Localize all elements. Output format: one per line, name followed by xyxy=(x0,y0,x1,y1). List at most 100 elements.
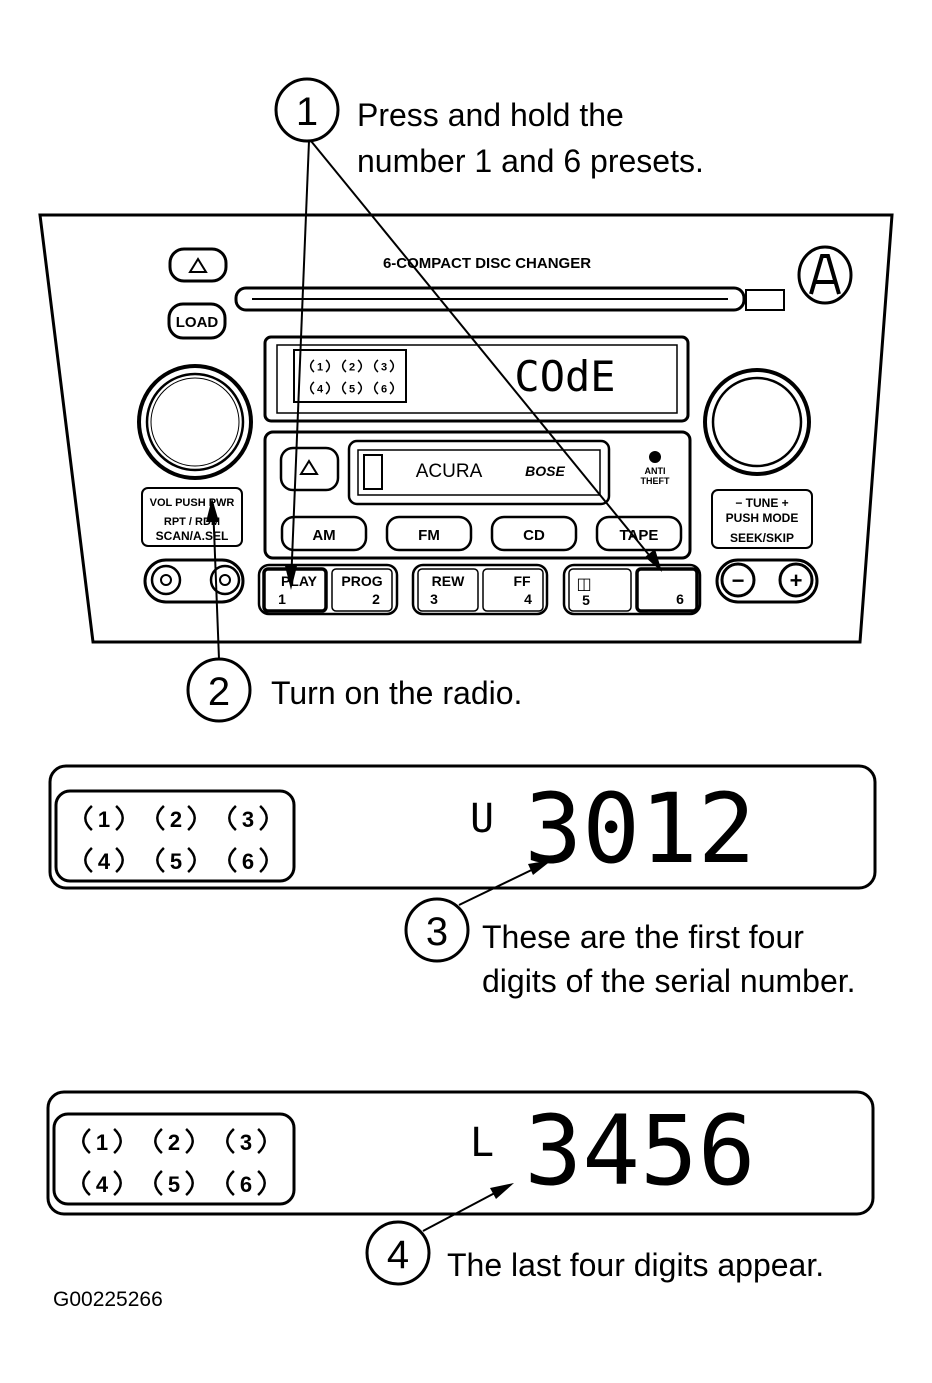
disc-bracket-right-icon xyxy=(115,804,124,832)
source-label: CD xyxy=(523,527,545,544)
cassette-icon: ◫ xyxy=(576,576,591,593)
preset-button-3[interactable]: REW 3 xyxy=(417,568,479,612)
preset-label: FF xyxy=(513,573,531,589)
seek-skip-label: SEEK/SKIP xyxy=(730,531,794,545)
step-number: 2 xyxy=(208,670,230,714)
tape-door xyxy=(347,439,611,506)
pointer-arrow xyxy=(290,140,310,585)
anti-theft-label-1: ANTI xyxy=(645,466,666,476)
preset-button-5[interactable]: ◫ 5 xyxy=(568,568,632,612)
disc-bracket-right-icon xyxy=(389,381,395,395)
preset-label: PLAY xyxy=(281,573,318,589)
volume-knob[interactable] xyxy=(137,364,253,480)
disc-indicator-5: 5 xyxy=(341,381,363,395)
disc-indicator-2: 2 xyxy=(156,804,196,832)
changer-label: 6-COMPACT DISC CHANGER xyxy=(383,255,591,272)
disc-indicator-2: 2 xyxy=(341,359,363,373)
disc-bracket-left-icon xyxy=(156,846,165,874)
disc-number: 2 xyxy=(168,1130,180,1155)
display-digits: 3012 xyxy=(524,773,755,885)
scan-left-button[interactable] xyxy=(150,564,182,596)
preset-number: 4 xyxy=(524,591,532,607)
disc-bracket-left-icon xyxy=(373,359,379,373)
disc-indicator-6: 6 xyxy=(228,846,268,874)
preset-button-1[interactable]: PLAY 1 xyxy=(262,567,328,613)
tape-eject-icon xyxy=(299,459,319,475)
disc-indicator-1: 1 xyxy=(84,804,124,832)
step-number: 3 xyxy=(426,910,448,954)
disc-bracket-right-icon xyxy=(259,846,268,874)
plus-button[interactable] xyxy=(778,562,814,598)
step-text-line1: The last four digits appear. xyxy=(447,1247,824,1283)
disc-indicator-6: 6 xyxy=(226,1169,266,1197)
disc-bracket-right-icon xyxy=(325,359,331,373)
pointer-arrow xyxy=(212,503,220,660)
disc-bracket-right-icon xyxy=(357,359,363,373)
rpt-rdm-label: RPT / RDM xyxy=(164,516,220,528)
source-button-cd[interactable]: CD xyxy=(490,515,578,552)
disc-bracket-left-icon xyxy=(154,1169,163,1197)
disc-indicator-5: 5 xyxy=(156,846,196,874)
step-text-line1: These are the first four xyxy=(482,919,804,955)
step-number: 1 xyxy=(296,90,318,134)
disc-number: 3 xyxy=(240,1130,252,1155)
disc-number: 1 xyxy=(98,807,110,832)
disc-bracket-right-icon xyxy=(357,381,363,395)
source-button-tape[interactable]: TAPE xyxy=(595,515,683,552)
disc-bracket-right-icon xyxy=(187,846,196,874)
anti-theft-indicator-icon xyxy=(649,451,661,463)
source-button-am[interactable]: AM xyxy=(280,515,368,552)
step-number-badge xyxy=(404,897,470,963)
disc-bracket-left-icon xyxy=(82,1169,91,1197)
disc-number: 6 xyxy=(240,1172,252,1197)
acura-brand-text: ACURA xyxy=(416,461,483,482)
anti-theft-label-2: THEFT xyxy=(641,476,670,486)
disc-bracket-right-icon xyxy=(325,381,331,395)
disc-bracket-right-icon xyxy=(185,1127,194,1155)
step-text-line2: number 1 and 6 presets. xyxy=(357,143,704,179)
disc-number: 5 xyxy=(349,383,355,395)
load-button[interactable] xyxy=(167,302,227,340)
disc-bracket-left-icon xyxy=(309,381,315,395)
preset-number: 5 xyxy=(582,592,590,608)
disc-number: 3 xyxy=(381,361,387,373)
disc-bracket-left-icon xyxy=(226,1127,235,1155)
eject-icon xyxy=(188,257,208,273)
preset-button-6[interactable]: 6 xyxy=(635,567,699,613)
tune-knob[interactable] xyxy=(703,368,811,476)
tune-label: − TUNE + xyxy=(735,496,788,510)
preset-label: REW xyxy=(432,573,465,589)
source-button-fm[interactable]: FM xyxy=(385,515,473,552)
disc-bracket-left-icon xyxy=(341,359,347,373)
tape-eject-button[interactable] xyxy=(279,446,340,492)
disc-bracket-left-icon xyxy=(84,804,93,832)
minus-button[interactable] xyxy=(720,562,756,598)
disc-number: 3 xyxy=(242,807,254,832)
right-control-panel xyxy=(711,489,813,549)
disc-bracket-right-icon xyxy=(187,804,196,832)
step-text-line1: Press and hold the xyxy=(357,97,624,133)
disc-indicator-4: 4 xyxy=(82,1169,122,1197)
figure-id: G00225266 xyxy=(53,1288,163,1311)
preset-number: 2 xyxy=(372,591,380,607)
disc-bracket-right-icon xyxy=(259,804,268,832)
preset-button-2[interactable]: PROG 2 xyxy=(331,568,393,612)
disc-indicator-3: 3 xyxy=(373,359,395,373)
disc-bracket-left-icon xyxy=(82,1127,91,1155)
scan-right-button[interactable] xyxy=(209,564,241,596)
eject-button[interactable] xyxy=(168,247,228,283)
disc-bracket-left-icon xyxy=(228,804,237,832)
disc-number: 5 xyxy=(168,1172,180,1197)
minus-label: − xyxy=(732,568,745,593)
disc-bracket-right-icon xyxy=(257,1127,266,1155)
disc-bracket-right-icon xyxy=(113,1127,122,1155)
preset-button-4[interactable]: FF 4 xyxy=(482,568,544,612)
disc-number: 4 xyxy=(98,849,111,874)
disc-bracket-left-icon xyxy=(228,846,237,874)
source-label: FM xyxy=(418,527,440,544)
disc-number: 1 xyxy=(317,361,323,373)
display-digits: 3456 xyxy=(524,1095,755,1207)
